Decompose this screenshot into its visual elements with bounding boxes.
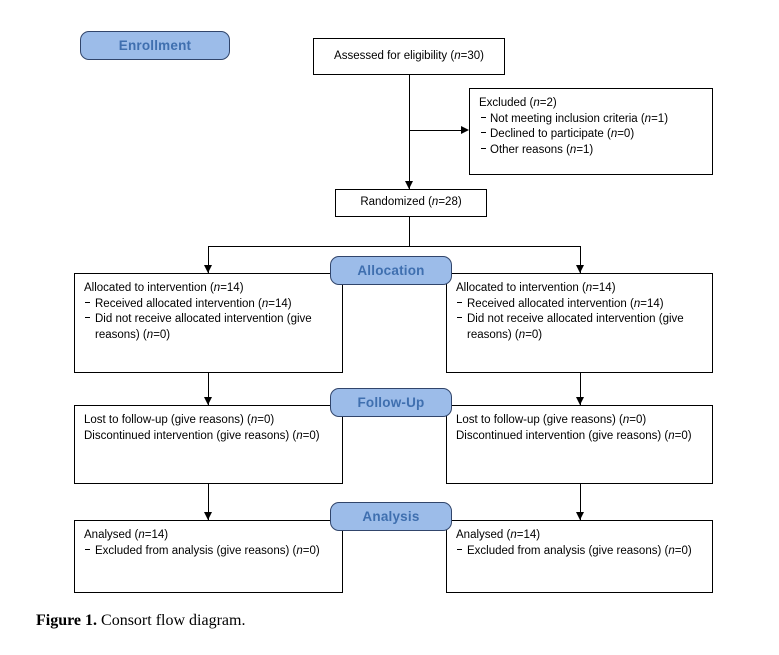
node-followup-right-line-2: Discontinued intervention (give reasons)…: [456, 429, 692, 442]
arrow-into-analysis-left: [203, 512, 212, 520]
node-allocation-left-item-1: Received allocated intervention (n=14): [84, 297, 333, 313]
stage-badge-allocation: Allocation: [330, 256, 452, 285]
node-excluded: Excluded (n=2) Not meeting inclusion cri…: [469, 88, 713, 175]
node-allocation-left-item-2: Did not receive allocated intervention (…: [84, 312, 333, 343]
node-followup-left-line-1: Lost to follow-up (give reasons) (n=0): [84, 414, 275, 426]
connector-allocation-to-followup-left: [208, 373, 209, 405]
arrow-into-allocation-left: [203, 265, 212, 273]
stage-badge-followup-label: Follow-Up: [357, 395, 425, 410]
node-followup-right-line-1: Lost to follow-up (give reasons) (n=0): [456, 414, 647, 426]
stage-badge-followup: Follow-Up: [330, 388, 452, 417]
node-allocation-right-item-1: Received allocated intervention (n=14): [456, 297, 703, 313]
node-analysis-left: Analysed (n=14) Excluded from analysis (…: [74, 520, 343, 593]
stage-badge-enrollment: Enrollment: [80, 31, 230, 60]
connector-followup-to-analysis-right: [580, 484, 581, 520]
figure-caption: Figure 1. Consort flow diagram.: [36, 612, 245, 630]
node-excluded-item-1: Not meeting inclusion criteria (n=1): [479, 112, 703, 128]
node-allocation-right-item-2: Did not receive allocated intervention (…: [456, 312, 703, 343]
stage-badge-enrollment-label: Enrollment: [118, 38, 192, 53]
figure-caption-label: Figure 1.: [36, 612, 98, 629]
stage-badge-allocation-label: Allocation: [357, 263, 425, 278]
node-allocation-left-title: Allocated to intervention (n=14): [84, 282, 244, 294]
stage-badge-analysis: Analysis: [330, 502, 452, 531]
node-followup-left-line-2: Discontinued intervention (give reasons)…: [84, 429, 320, 442]
node-assessed-for-eligibility: Assessed for eligibility (n=30): [313, 38, 505, 75]
arrow-into-followup-left: [203, 397, 212, 405]
arrow-into-analysis-right: [575, 512, 584, 520]
connector-split-right: [580, 246, 581, 273]
node-allocation-left: Allocated to intervention (n=14) Receive…: [74, 273, 343, 373]
arrow-into-excluded: [461, 125, 469, 134]
node-allocation-right: Allocated to intervention (n=14) Receive…: [446, 273, 713, 373]
node-excluded-item-3: Other reasons (n=1): [479, 143, 703, 159]
node-analysis-right: Analysed (n=14) Excluded from analysis (…: [446, 520, 713, 593]
node-analysis-left-item-1: Excluded from analysis (give reasons) (n…: [84, 544, 333, 560]
arrow-into-followup-right: [575, 397, 584, 405]
node-analysis-right-title: Analysed (n=14): [456, 529, 541, 541]
connector-split-bar: [208, 246, 581, 247]
arrow-into-randomized: [404, 181, 413, 189]
connector-followup-to-analysis-left: [208, 484, 209, 520]
stage-badge-analysis-label: Analysis: [362, 509, 420, 524]
node-randomized: Randomized (n=28): [335, 189, 487, 217]
node-assessed-text: Assessed for eligibility (n=30): [334, 49, 484, 62]
arrow-into-allocation-right: [575, 265, 584, 273]
node-randomized-text: Randomized (n=28): [360, 196, 462, 209]
connector-assessed-to-randomized: [409, 75, 410, 189]
node-allocation-right-title: Allocated to intervention (n=14): [456, 282, 616, 294]
connector-split-left: [208, 246, 209, 273]
node-excluded-title: Excluded (n=2): [479, 97, 557, 109]
node-excluded-item-2: Declined to participate (n=0): [479, 127, 703, 143]
figure-caption-text: Consort flow diagram.: [101, 612, 246, 629]
connector-to-excluded: [409, 130, 461, 131]
connector-allocation-to-followup-right: [580, 373, 581, 405]
node-analysis-right-item-1: Excluded from analysis (give reasons) (n…: [456, 544, 703, 560]
node-followup-right: Lost to follow-up (give reasons) (n=0) D…: [446, 405, 713, 484]
node-followup-left: Lost to follow-up (give reasons) (n=0) D…: [74, 405, 343, 484]
node-analysis-left-title: Analysed (n=14): [84, 529, 169, 541]
connector-randomized-down: [409, 217, 410, 246]
